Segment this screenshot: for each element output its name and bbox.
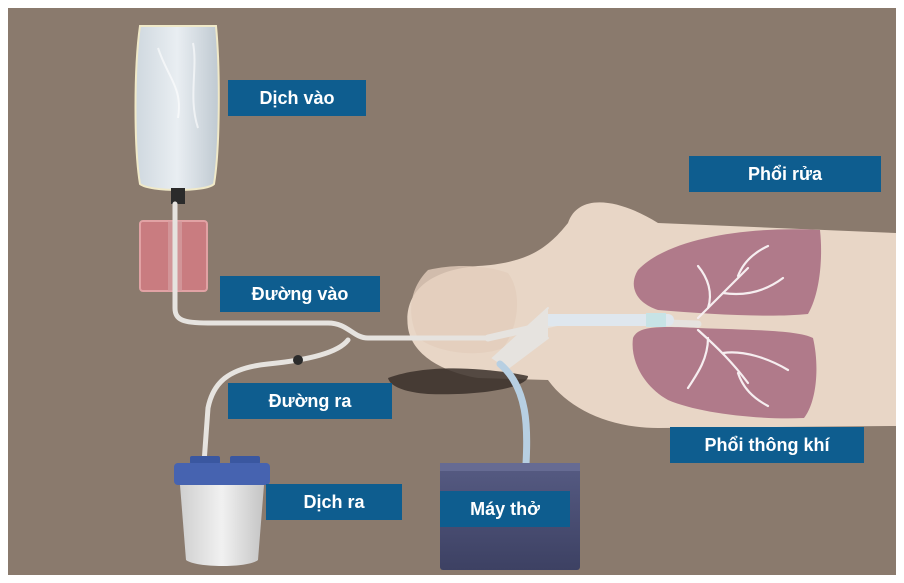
label-phoi-thong-khi: Phổi thông khí: [670, 427, 864, 463]
label-duong-vao: Đường vào: [220, 276, 380, 312]
label-duong-ra: Đường ra: [228, 383, 392, 419]
lung-lavage-illustration: [8, 8, 896, 575]
iv-bag: [136, 26, 219, 204]
label-dich-ra: Dịch ra: [266, 484, 402, 520]
label-phoi-rua: Phổi rửa: [689, 156, 881, 192]
label-may-tho: Máy thở: [440, 491, 570, 527]
diagram-frame: Dịch vào Phổi rửa Đường vào Đường ra Phổ…: [8, 8, 896, 575]
label-dich-vao: Dịch vào: [228, 80, 366, 116]
collection-jar: [174, 456, 270, 566]
